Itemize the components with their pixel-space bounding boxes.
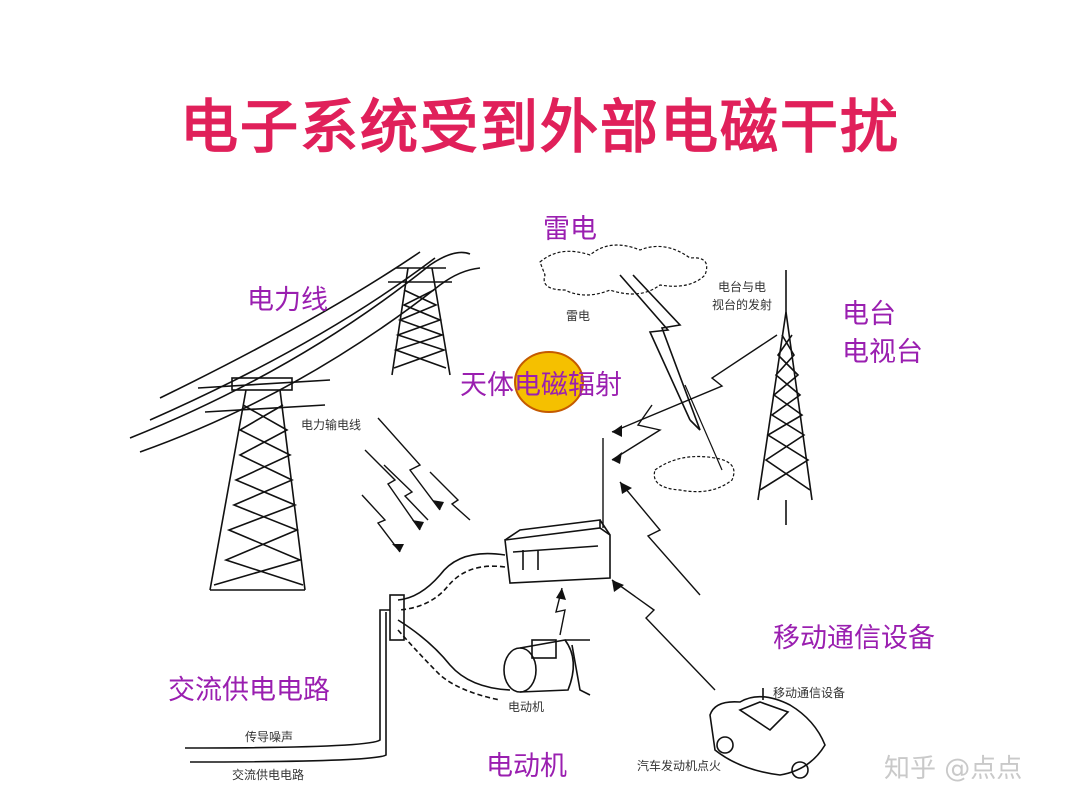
interference-arrows	[361, 334, 778, 691]
page-title: 电子系统受到外部电磁干扰	[179, 93, 900, 161]
sun-icon	[514, 351, 584, 413]
caption-conducted-noise: 传导噪声	[245, 730, 294, 744]
label-motor: 电动机	[486, 751, 567, 782]
caption-car-ignition: 汽车发动机点火	[637, 759, 722, 773]
label-radio-station: 电台	[842, 299, 896, 330]
caption-motor: 电动机	[508, 700, 545, 714]
caption-lightning: 雷电	[566, 309, 591, 323]
caption-station-2: 视台的发射	[712, 298, 773, 312]
transmission-tower-icon	[197, 377, 331, 591]
label-power-line: 电力线	[247, 285, 328, 316]
caption-station-1: 电台与电	[718, 280, 767, 294]
electronic-device-icon	[504, 438, 611, 584]
lightning-bolt-icon	[619, 274, 723, 471]
label-cosmic-radiation: 天体电磁辐射	[460, 370, 622, 401]
label-lightning: 雷电	[543, 214, 597, 245]
caption-ac-supply: 交流供电电路	[232, 768, 305, 782]
cloud-icon	[539, 244, 708, 296]
ground-splash	[653, 455, 735, 493]
transmission-tower-icon	[388, 267, 452, 376]
motor-icon	[503, 639, 591, 696]
label-tv-station: 电视台	[842, 337, 923, 368]
broadcast-tower-icon	[757, 270, 813, 525]
power-lines	[129, 251, 481, 453]
label-ac-supply: 交流供电电路	[168, 675, 330, 706]
watermark: 知乎 @点点	[884, 754, 1023, 784]
caption-transmission-line: 电力输电线	[301, 418, 362, 432]
caption-mobile: 移动通信设备	[773, 686, 846, 700]
label-mobile-devices: 移动通信设备	[773, 623, 935, 654]
car-icon	[709, 688, 826, 779]
cables	[184, 552, 511, 763]
arrowheads	[392, 425, 632, 600]
